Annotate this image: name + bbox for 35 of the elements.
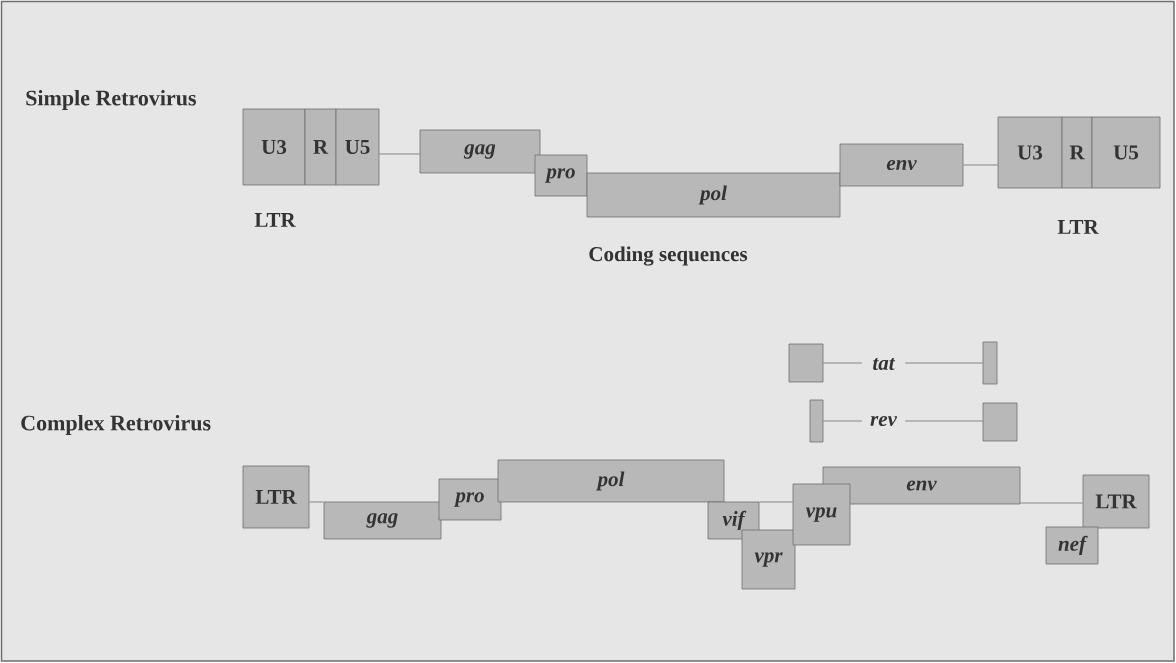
connector-line <box>904 420 983 422</box>
gene-box: pro <box>438 478 502 521</box>
gene-box: LTR <box>242 465 310 529</box>
ltr-segment: R <box>1061 116 1093 189</box>
connector-line <box>823 362 863 364</box>
exon-box <box>982 341 998 385</box>
exon-box <box>809 399 824 443</box>
gene-box: gag <box>323 501 442 540</box>
exon-box <box>982 402 1018 442</box>
connector-line <box>379 153 420 155</box>
gene-label: tat <box>873 357 896 370</box>
ltr-segment: R <box>304 108 337 186</box>
ltr-label: LTR <box>254 213 296 227</box>
connector-line <box>1020 502 1083 504</box>
connector-line <box>759 501 793 503</box>
gene-box: env <box>839 143 964 187</box>
gene-box: vpu <box>792 483 851 546</box>
exon-box <box>788 343 824 383</box>
gene-box: vpr <box>741 529 796 590</box>
connector-line <box>309 501 324 503</box>
ltr-segment: U5 <box>335 108 380 186</box>
ltr-segment: U3 <box>242 108 306 186</box>
caption: Coding sequences <box>589 246 748 266</box>
gene-box: LTR <box>1082 474 1150 529</box>
gene-label: rev <box>870 415 898 427</box>
gene-box: nef <box>1045 526 1099 565</box>
gene-box: pro <box>534 154 588 197</box>
connector-line <box>963 164 998 166</box>
gene-box: vif <box>707 501 760 540</box>
connector-line <box>904 362 983 364</box>
ltr-label: LTR <box>1057 220 1099 234</box>
section-heading: Simple Retrovirus <box>26 90 196 110</box>
section-heading: Complex Retrovirus <box>21 415 211 435</box>
connector-line <box>823 420 863 422</box>
gene-box: gag <box>419 129 541 174</box>
